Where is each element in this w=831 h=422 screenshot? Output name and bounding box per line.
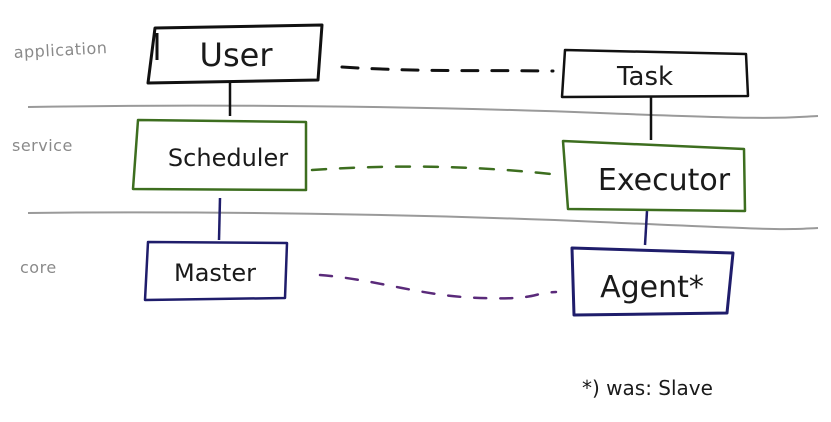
agent-box-label: Agent*	[600, 270, 704, 305]
master-box: Master	[143, 240, 289, 302]
connector-executor-agent	[643, 210, 649, 246]
task-box-outline	[560, 48, 750, 99]
user-box: User	[146, 23, 324, 85]
layer-label-service: service	[12, 136, 73, 155]
agent-box-outline	[570, 246, 735, 317]
layer-label-core: core	[20, 258, 57, 277]
connector-scheduler-master	[217, 197, 222, 241]
master-box-label: Master	[174, 259, 256, 287]
scheduler-box: Scheduler	[131, 118, 308, 192]
user-box-label: User	[200, 36, 274, 74]
scheduler-box-outline	[131, 118, 308, 192]
executor-box-outline	[561, 139, 747, 213]
task-box-label: Task	[616, 62, 673, 92]
divider-application-service	[27, 104, 819, 119]
link-scheduler-executor	[310, 165, 562, 177]
task-box: Task	[560, 48, 750, 99]
user-box-outline	[146, 23, 324, 85]
scheduler-box-label: Scheduler	[168, 144, 288, 172]
divider-service-core	[27, 211, 819, 231]
executor-box-label: Executor	[598, 163, 731, 198]
executor-box: Executor	[561, 139, 747, 213]
master-box-outline	[143, 240, 289, 302]
footnote: *) was: Slave	[582, 376, 713, 400]
agent-box: Agent*	[570, 246, 735, 317]
link-master-agent	[318, 273, 558, 300]
link-user-task	[340, 65, 555, 73]
layer-label-application: application	[13, 38, 108, 62]
